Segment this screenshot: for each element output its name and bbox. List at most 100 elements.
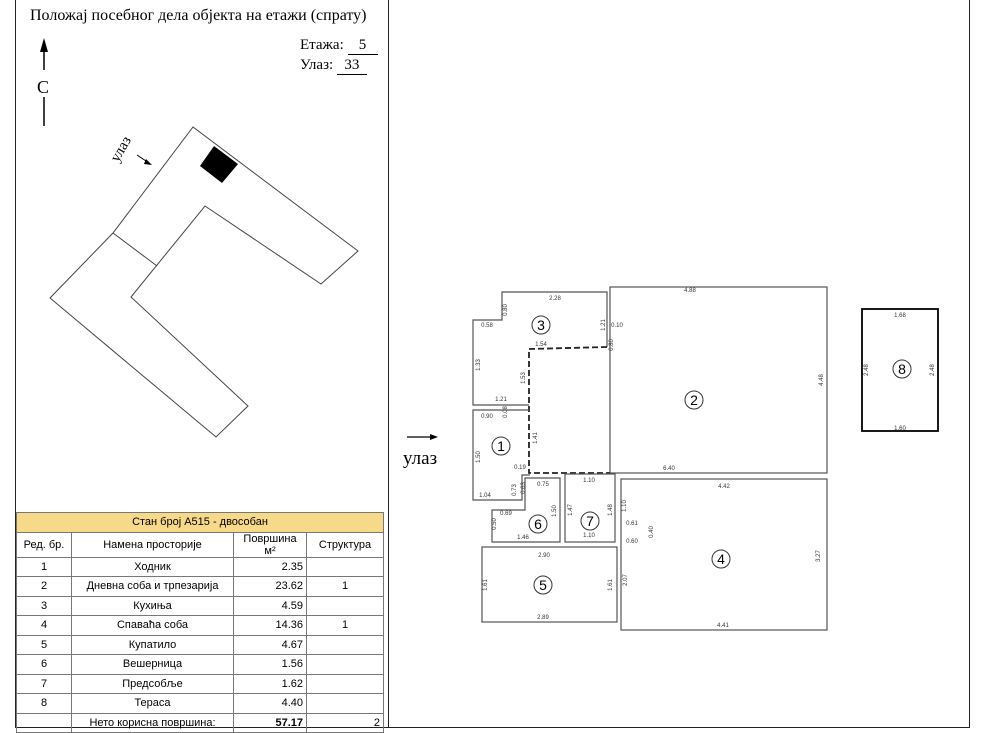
dimension-label: 1.60 [894,426,906,432]
dimension-label: 3.27 [816,550,822,562]
room-3-outline [472,291,608,406]
table-cell: 23.62 [233,576,307,597]
table-cell: Дневна соба и трпезарија [71,576,234,597]
room-number: 5 [539,577,547,593]
dimension-label: 0.75 [537,482,549,488]
floor-value: 5 [347,37,378,55]
table-cell [306,673,384,694]
col-header: Намена просторије [71,531,234,558]
dimension-label: 4.88 [684,288,696,294]
table-cell [306,595,384,616]
room-number-circle [580,511,600,531]
dimension-label: 2.48 [930,364,936,376]
table-cell: 1 [306,576,384,597]
room-number: 7 [586,513,594,529]
total-area: 57.17 [233,712,307,733]
col-header: Структура [306,531,384,558]
room-number: 2 [690,392,698,408]
room-number-circle [684,390,704,410]
north-label: С [37,77,49,97]
apartment-marker [200,146,238,183]
table-cell: 14.36 [233,615,307,636]
room-number: 8 [898,361,906,377]
room-1-outline [472,409,530,501]
dimension-label: 1.21 [601,319,607,331]
table-cell: Кухиња [71,595,234,616]
room-5-outline [481,546,618,623]
dimension-label: 1.10 [583,478,595,484]
room-8-outline [861,308,939,432]
dimension-label: 1.33 [476,359,482,371]
dimension-label: 0.63 [521,482,527,494]
room-number-circle [491,436,511,456]
dimension-label: 0.58 [481,323,493,329]
dimension-label: 4.41 [717,623,729,629]
dimension-label: 1.53 [521,372,527,384]
total-structure: 2 [306,712,384,733]
page-title: Положај посебног дела објекта на етажи (… [30,7,367,24]
col-header: Ред. бр. [16,531,72,558]
dimension-label: 0.80 [503,304,509,316]
dimension-label: 0.40 [649,526,655,538]
room-number: 4 [717,551,725,567]
table-cell: 1.62 [233,673,307,694]
dimension-label: 0.80 [609,339,615,351]
entrance-label: Улаз: [300,57,334,73]
dimension-label: 1.48 [608,504,614,516]
table-cell: Вешерница [71,654,234,675]
table-cell: 4.40 [233,693,307,714]
dimension-label: 1.61 [608,579,614,591]
table-caption: Стан број А515 - двособан [16,512,384,533]
table-cell: Спаваћа соба [71,615,234,636]
room-2-outline [609,286,828,474]
table-cell: 4 [16,615,72,636]
table-cell: 6 [16,654,72,675]
dimension-label: 0.60 [626,539,638,545]
room-number: 3 [537,317,545,333]
dimension-label: 0.61 [626,521,638,527]
dimension-label: 2.07 [623,574,629,586]
dimension-label: 2.90 [538,553,550,559]
dimension-label: 0.50 [492,518,498,530]
table-cell: 2 [16,576,72,597]
dimension-label: 0.10 [611,323,623,329]
dimension-label: 1.04 [479,493,491,499]
north-arrow-icon [40,38,48,126]
table-cell: 4.59 [233,595,307,616]
table-cell: 1.56 [233,654,307,675]
entrance-arrow-icon [407,434,438,440]
room-4-outline [620,478,828,631]
room-number: 1 [497,438,505,454]
room-number-circle [531,315,551,335]
dimension-label: 1.10 [622,500,628,512]
table-cell: Ходник [71,556,234,577]
room-number: 6 [534,516,542,532]
room-number-circle [528,514,548,534]
dimension-label: 2.89 [537,615,549,621]
table-cell: Тераса [71,693,234,714]
col-header: Површина м² [233,531,307,558]
table-cell: 5 [16,634,72,655]
table-cell [306,693,384,714]
dimension-label: 4.48 [819,374,825,386]
room-6-outline [491,477,561,543]
dimension-label: 0.73 [512,484,518,496]
dimension-label: 1.10 [583,533,595,539]
dimension-label: 4.42 [718,484,730,490]
dimension-label: 1.54 [535,342,547,348]
table-cell: Предсобље [71,673,234,694]
dimension-label: 1.46 [517,535,529,541]
room-table: Стан број А515 - двособан Ред. бр. Намен… [16,512,384,733]
dimension-label: 1.50 [552,505,558,517]
entrance-info: Улаз: 33 [300,57,367,75]
entrance-value: 33 [336,57,367,75]
dimension-label: 0.90 [481,414,493,420]
dimension-label: 1.47 [568,504,574,516]
table-cell [306,556,384,577]
